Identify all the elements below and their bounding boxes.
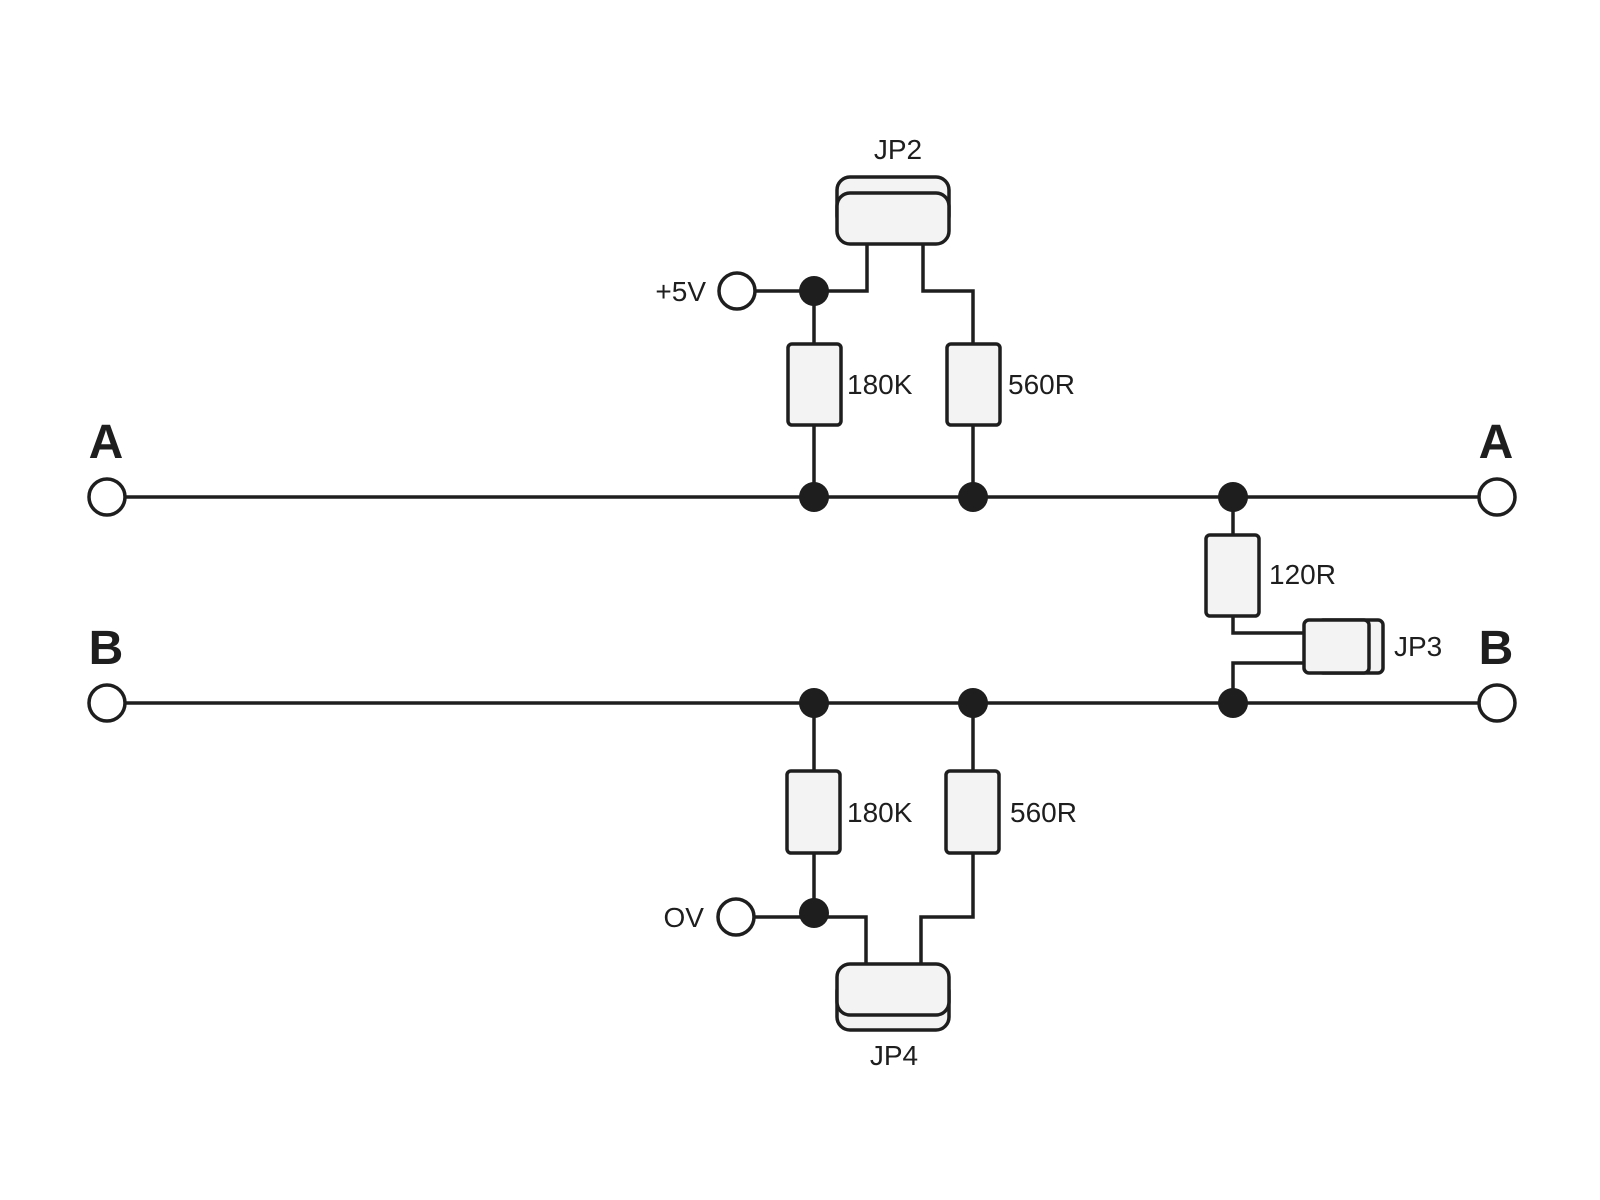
- junction-zero-v: [799, 898, 829, 928]
- jp4-left-wire: [814, 915, 868, 964]
- jp4-right-wire: [919, 853, 975, 964]
- jumper-jp2-symbol: [835, 175, 951, 246]
- terminal-zero-v: [716, 897, 756, 937]
- resistor-termination-120r: [1204, 533, 1261, 618]
- top-560r-label: 560R: [1008, 369, 1075, 400]
- terminal-plus5v: [717, 271, 757, 311]
- junction-a-120r: [1218, 482, 1248, 512]
- junction-plus5v: [799, 276, 829, 306]
- terminal-a-right: [1477, 477, 1517, 517]
- terminals: [87, 271, 1517, 937]
- jp2-left-wire: [814, 244, 869, 293]
- bottom-560r-label: 560R: [1010, 797, 1077, 828]
- bus-a-left-label: A: [89, 416, 124, 469]
- top-180k-label: 180K: [847, 369, 913, 400]
- terminal-b-right: [1477, 683, 1517, 723]
- bus-b-right-label: B: [1479, 622, 1514, 675]
- junction-a-560r: [958, 482, 988, 512]
- labels: A A B B +5V OV JP2 JP3 JP4 180K 560R 120…: [89, 134, 1514, 1071]
- junction-b-jp3: [1218, 688, 1248, 718]
- termination-to-jp3-wire: [1231, 616, 1304, 635]
- resistor-top-560r: [945, 342, 1002, 427]
- jumper-jp2-front: [835, 191, 951, 246]
- jumper-jp3-symbol: [1302, 618, 1385, 675]
- termination-120r-label: 120R: [1269, 559, 1336, 590]
- bottom-180k-label: 180K: [847, 797, 913, 828]
- junction-b-180k: [799, 688, 829, 718]
- bus-b-left-label: B: [89, 622, 124, 675]
- resistor-bottom-560r: [944, 769, 1001, 855]
- jumper-jp3-front: [1302, 618, 1371, 675]
- jp3-label: JP3: [1394, 631, 1442, 662]
- zero-v-label: OV: [664, 902, 705, 933]
- jp4-label: JP4: [870, 1040, 918, 1071]
- jp2-right-wire: [921, 244, 975, 344]
- junction-b-560r: [958, 688, 988, 718]
- bus-a-right-label: A: [1479, 416, 1514, 469]
- resistor-bottom-180k: [785, 769, 842, 855]
- terminal-a-left: [87, 477, 127, 517]
- junction-a-180k: [799, 482, 829, 512]
- terminal-b-left: [87, 683, 127, 723]
- resistors: [785, 342, 1261, 855]
- resistor-top-180k: [786, 342, 843, 427]
- jumper-jp4-front: [835, 962, 951, 1017]
- jp2-label: JP2: [874, 134, 922, 165]
- plus5v-label: +5V: [655, 276, 706, 307]
- jumper-jp4-symbol: [835, 962, 951, 1032]
- junction-nodes: [799, 276, 1248, 928]
